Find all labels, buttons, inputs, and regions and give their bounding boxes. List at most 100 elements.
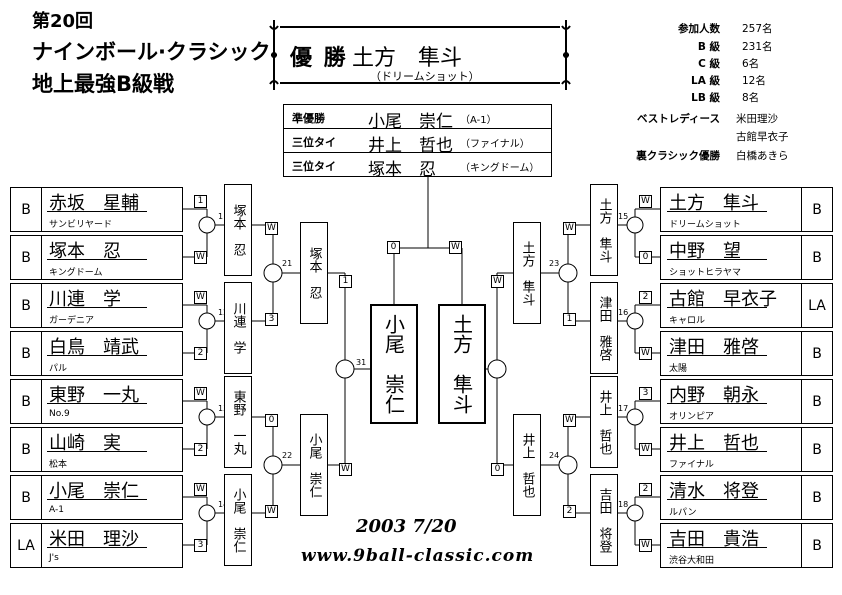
- qf-player-left: 塚本 忍: [224, 184, 252, 276]
- match-node: [198, 216, 216, 234]
- place-name: 井上 哲也: [368, 136, 453, 156]
- place-label: 三位タイ: [292, 136, 336, 149]
- player-club: ファイナル: [669, 460, 714, 470]
- match-number: 31: [356, 358, 367, 367]
- match-node: [263, 263, 283, 283]
- match-number: 11: [218, 212, 228, 221]
- player-club: ドリームショット: [669, 220, 741, 230]
- player-club: 松本: [49, 460, 68, 470]
- match-number: 12: [218, 308, 228, 317]
- name-underline: [47, 403, 147, 404]
- third-place-row: 三位タイ 井上 哲也 （ファイナル）: [283, 128, 552, 156]
- score-box: 2: [563, 505, 576, 518]
- player-class: B: [11, 188, 42, 231]
- ornament-left-icon: [269, 20, 279, 90]
- score-box: 3: [639, 387, 652, 400]
- name-underline: [47, 451, 147, 452]
- score-box: W: [639, 539, 652, 552]
- player-name: 赤坂 星輔: [49, 193, 139, 214]
- player-name: 土方 隼斗: [669, 193, 759, 214]
- player-name: 川連 学: [49, 289, 121, 310]
- match-node: [558, 263, 578, 283]
- stat-label: 裏クラシック優勝: [636, 150, 720, 162]
- player-name: 塚本 忍: [49, 241, 121, 262]
- stat-label: B 級: [697, 41, 720, 53]
- qf-player-right: 津田 雅啓: [590, 282, 618, 374]
- score-box: W: [265, 222, 278, 235]
- score-box: W: [194, 387, 207, 400]
- match-node: [558, 455, 578, 475]
- player-class: LA: [11, 524, 42, 567]
- tournament-name: ナインボール·クラシック: [32, 40, 271, 64]
- place-club: （ファイナル）: [460, 139, 530, 150]
- player-name: 米田 理沙: [49, 529, 139, 550]
- score-box: 1: [194, 195, 207, 208]
- player-club: サンビリヤード: [49, 220, 113, 230]
- score-box: 3: [265, 313, 278, 326]
- player-club: キングドーム: [49, 268, 103, 278]
- qf-player-right: 吉田 将登: [590, 474, 618, 566]
- player-class: B: [11, 284, 42, 327]
- match-number: 16: [618, 308, 629, 317]
- score-box: 1: [563, 313, 576, 326]
- stat-label: ベストレディース: [637, 113, 720, 125]
- match-number: 22: [282, 451, 293, 460]
- player-class: B: [801, 476, 832, 519]
- website-url[interactable]: www.9ball-classic.com: [301, 546, 535, 566]
- player-card-left: B 塚本 忍キングドーム: [10, 235, 183, 280]
- sf-player-left: 小尾 崇仁: [300, 414, 328, 516]
- player-name: 中野 望: [669, 241, 741, 262]
- player-class: B: [801, 380, 832, 423]
- match-node: [626, 408, 644, 426]
- place-label: 三位タイ: [292, 160, 336, 173]
- player-name: 津田 雅啓: [669, 337, 759, 358]
- stat-value: 白橋あきら: [736, 150, 789, 162]
- name-underline: [667, 451, 767, 452]
- match-number: 21: [282, 259, 293, 268]
- champion-frame: [280, 26, 560, 84]
- player-class: B: [11, 236, 42, 279]
- tournament-subtitle: 地上最強B級戦: [32, 72, 175, 96]
- sf-player-right: 土方 隼斗: [513, 222, 541, 324]
- champion-name: 土方 隼斗: [352, 46, 463, 71]
- stat-value: 米田理沙: [736, 113, 778, 125]
- name-underline: [667, 403, 767, 404]
- player-club: A-1: [49, 505, 64, 515]
- player-club: No.9: [49, 409, 70, 419]
- player-class: B: [801, 524, 832, 567]
- match-number: 15: [618, 212, 629, 221]
- finalist-right: 土方 隼斗: [438, 304, 486, 424]
- stat-value: 古館早衣子: [736, 131, 789, 143]
- place-name: 小尾 崇仁: [368, 112, 453, 132]
- score-box: 2: [639, 291, 652, 304]
- score-box: W: [265, 505, 278, 518]
- stat-label: LB 級: [691, 92, 720, 104]
- score-box: W: [449, 241, 462, 254]
- player-club: キャロル: [669, 316, 706, 326]
- qf-player-left: 川連 学: [224, 282, 252, 374]
- score-box: W: [639, 195, 652, 208]
- score-box: W: [639, 347, 652, 360]
- match-node: [263, 455, 283, 475]
- stat-value: 12名: [742, 75, 766, 87]
- runner-up-row: 準優勝 小尾 崇仁 （A-1）: [283, 104, 552, 132]
- event-date: 2003 7/20: [356, 516, 457, 537]
- player-class: B: [11, 380, 42, 423]
- match-number: 17: [618, 404, 629, 413]
- player-club: ガーデニア: [49, 316, 95, 326]
- stat-value: 257名: [742, 23, 773, 35]
- champion-label: 優 勝: [290, 46, 348, 71]
- player-name: 清水 将登: [669, 481, 759, 502]
- score-box: W: [194, 483, 207, 496]
- match-number: 18: [618, 500, 629, 509]
- ornament-right-icon: [561, 20, 571, 90]
- player-class: B: [11, 332, 42, 375]
- place-club: （キングドーム）: [460, 163, 540, 174]
- sf-player-right: 井上 哲也: [513, 414, 541, 516]
